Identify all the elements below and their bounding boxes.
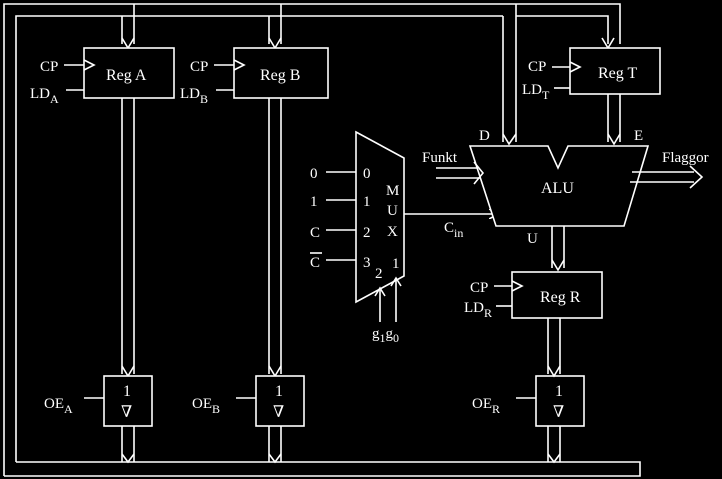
register-r-cp: CP	[470, 280, 488, 296]
register-t-ld: LD	[522, 82, 542, 98]
register-a-name: Reg A	[106, 67, 147, 84]
register-b-ld-sub: B	[200, 92, 208, 106]
buffer-b-symbol: ∇	[273, 404, 284, 421]
buffer-a-oe-sub: A	[64, 402, 73, 416]
mux-input-signal-1: 1	[310, 194, 318, 210]
register-b-name: Reg B	[260, 67, 300, 84]
register-output-wires	[121, 94, 621, 378]
mux-letter-u: U	[387, 203, 398, 219]
register-b-cp: CP	[190, 59, 208, 75]
buffer-a: 1 ∇ OEA	[44, 375, 153, 464]
alu-output-u: U	[527, 231, 538, 247]
buffer-r-symbol: ∇	[553, 404, 564, 421]
mux-letter-m: M	[386, 183, 399, 199]
mux-select-g1-sub: 1	[380, 331, 386, 345]
alu-name: ALU	[541, 180, 574, 197]
svg-text:OEA: OEA	[44, 396, 73, 416]
register-a-cp: CP	[40, 59, 58, 75]
buffer-b: 1 ∇ OEB	[192, 375, 305, 464]
buffer-r-oe-sub: R	[492, 402, 500, 416]
mux-input-number-2: 2	[363, 225, 371, 241]
buffer-a-symbol: ∇	[121, 404, 132, 421]
mux-input-number-3: 3	[363, 255, 371, 271]
mux-select-number-1: 1	[392, 256, 400, 272]
register-a-ld-sub: A	[50, 92, 59, 106]
mux-input-signal-0: 0	[310, 166, 318, 182]
register-t: Reg T CP LDT	[522, 47, 661, 102]
mux-select-g0-sub: 0	[393, 331, 399, 345]
buffer-b-top: 1	[275, 383, 283, 400]
mux-letter-x: X	[387, 224, 398, 240]
mux-select-g1: g	[372, 326, 380, 342]
register-a-ld: LD	[30, 86, 50, 102]
svg-text:OER: OER	[472, 396, 500, 416]
mux-input-signal-3: C	[310, 255, 320, 271]
main-bus	[3, 3, 641, 477]
mux-input-number-0: 0	[363, 166, 371, 182]
mux-select-number-2: 2	[375, 266, 383, 282]
buffer-b-oe-sub: B	[212, 402, 220, 416]
register-r-ld-sub: R	[484, 306, 492, 320]
alu-input-d: D	[479, 128, 490, 144]
buffer-a-oe: OE	[44, 396, 64, 412]
multiplexer: M U X 0 1 2 3 0 1 C C 2 1 g1g0 Cin	[310, 130, 498, 345]
svg-text:LDB: LDB	[180, 86, 208, 106]
svg-text:OEB: OEB	[192, 396, 220, 416]
buffer-r: 1 ∇ OER	[472, 375, 585, 464]
buffer-r-oe: OE	[472, 396, 492, 412]
register-t-name: Reg T	[598, 65, 637, 82]
register-r-ld: LD	[464, 300, 484, 316]
register-r-name: Reg R	[540, 289, 581, 306]
register-r: Reg R CP LDR	[464, 271, 603, 378]
alu: ALU D E U Funkt Flaggor	[422, 128, 709, 272]
svg-text:LDR: LDR	[464, 300, 492, 320]
buffer-r-top: 1	[555, 383, 563, 400]
alu-cin: C	[444, 220, 454, 236]
svg-text:Cin: Cin	[444, 220, 463, 240]
register-a: Reg A CP LDA	[30, 47, 175, 106]
alu-funct-label: Funkt	[422, 150, 458, 166]
buffer-a-top: 1	[123, 383, 131, 400]
mux-input-signal-2: C	[310, 225, 320, 241]
register-b-ld: LD	[180, 86, 200, 102]
register-t-cp: CP	[528, 59, 546, 75]
alu-input-e: E	[634, 128, 643, 144]
register-b: Reg B CP LDB	[180, 47, 329, 106]
alu-flags-label: Flaggor	[662, 150, 709, 166]
register-t-ld-sub: T	[542, 88, 550, 102]
buffer-b-oe: OE	[192, 396, 212, 412]
svg-text:g1g0: g1g0	[372, 326, 399, 345]
mux-input-number-1: 1	[363, 194, 371, 210]
bus-taps	[121, 4, 621, 146]
alu-cin-sub: in	[454, 226, 463, 240]
svg-text:LDA: LDA	[30, 86, 59, 106]
mux-select-g0: g	[386, 326, 394, 342]
svg-text:LDT: LDT	[522, 82, 550, 102]
